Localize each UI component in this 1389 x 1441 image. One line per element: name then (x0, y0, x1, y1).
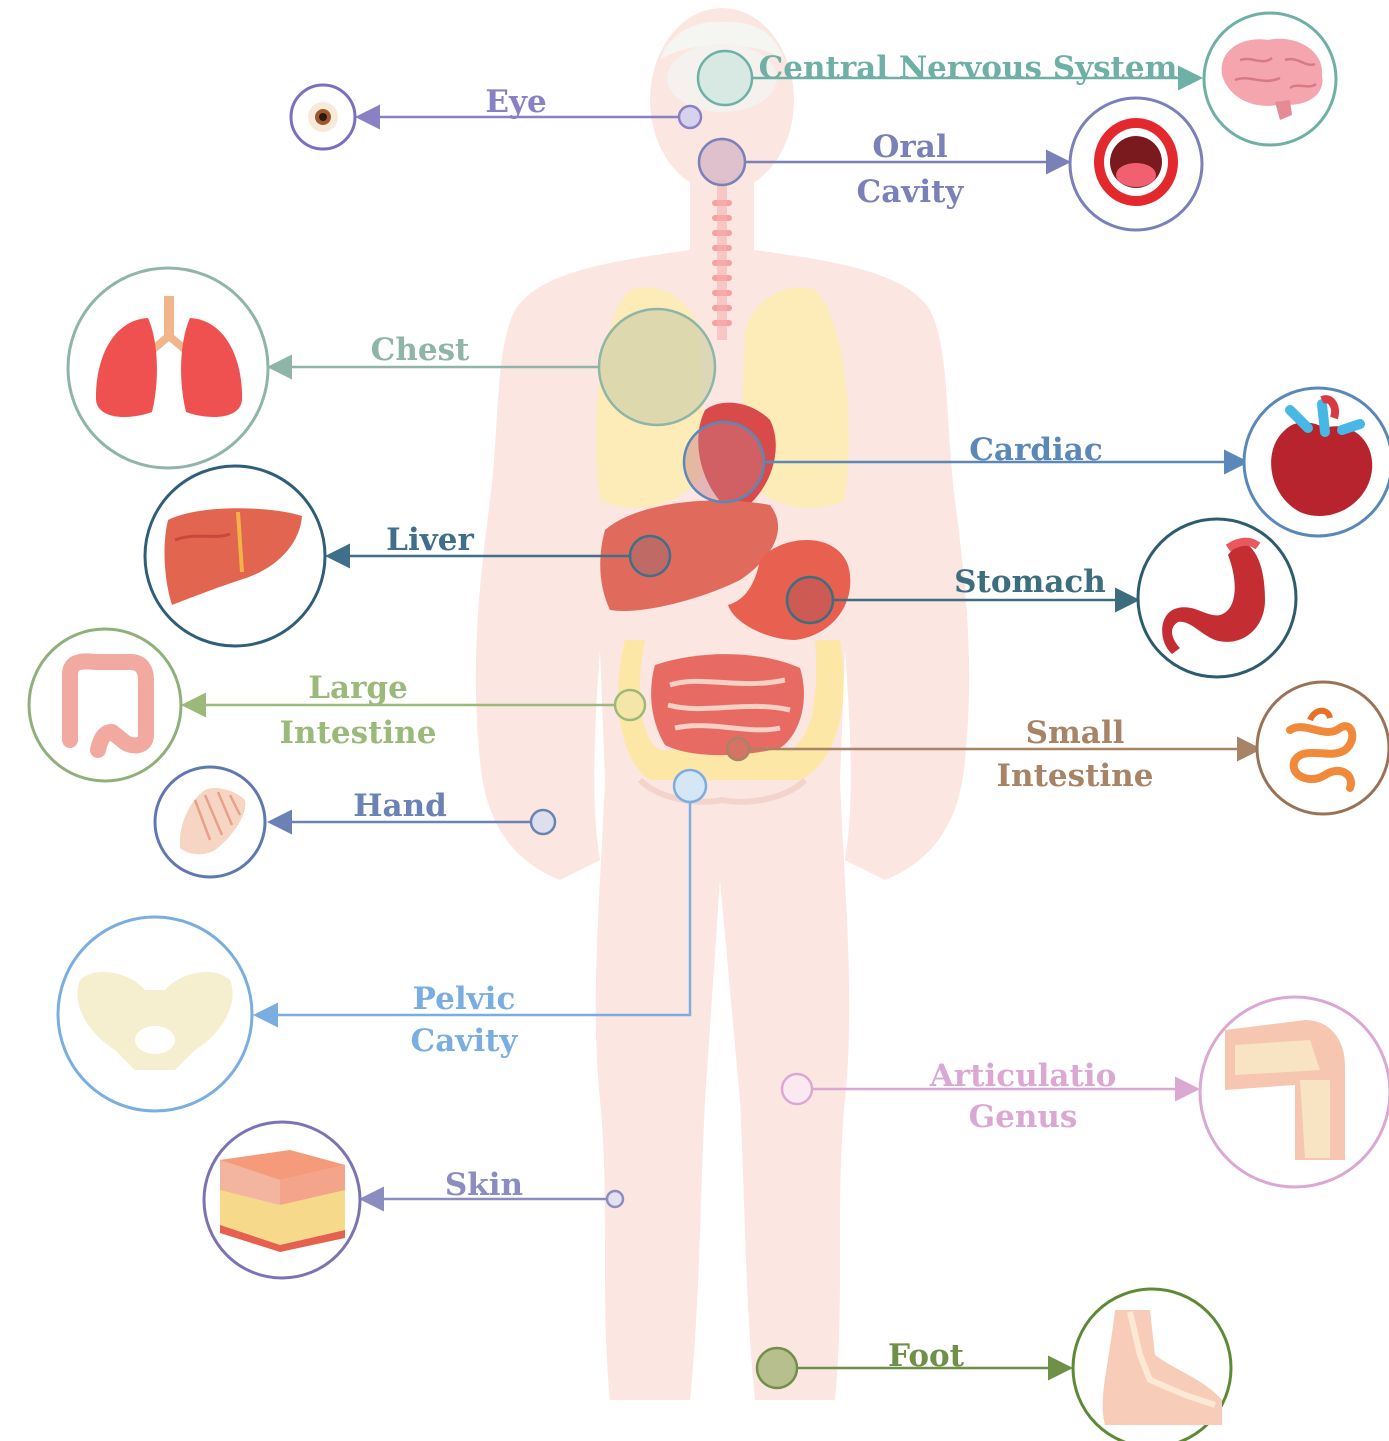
cns-marker (698, 51, 752, 105)
genus-label-line2: Genus (969, 1099, 1078, 1135)
eye-icon (291, 85, 355, 149)
hand-icon (155, 767, 265, 877)
stomach-icon (1138, 519, 1296, 677)
chest-marker (599, 309, 715, 425)
eye-marker (679, 106, 701, 128)
liver-label: Liver (386, 522, 474, 558)
foot-icon (1073, 1289, 1231, 1441)
lungs-icon (68, 268, 268, 468)
pelvic-label-line1: Pelvic (413, 981, 516, 1017)
liver-icon (145, 466, 325, 646)
large-intestine-label-line2: Intestine (280, 715, 437, 751)
hand-label: Hand (353, 788, 447, 824)
skin-label: Skin (445, 1167, 523, 1203)
oral-label-line1: Oral (872, 129, 947, 165)
stomach-marker (787, 577, 833, 623)
skin-marker (607, 1191, 623, 1207)
heart-icon (1244, 388, 1389, 536)
large-intestine-marker (615, 690, 645, 720)
skin-icon (204, 1122, 360, 1278)
small-intestine-icon (1257, 682, 1389, 814)
foot-label: Foot (888, 1338, 965, 1374)
genus-label-line1: Articulatio (929, 1058, 1117, 1094)
large-intestine-icon (29, 629, 181, 781)
small-intestine-label-line1: Small (1026, 715, 1125, 751)
liver-marker (630, 536, 670, 576)
cardiac-label: Cardiac (969, 432, 1103, 468)
large-intestine-label-line1: Large (308, 670, 408, 706)
small-intestine-marker (727, 738, 749, 760)
mouth-icon (1070, 98, 1202, 230)
pelvis-icon (58, 917, 252, 1111)
small-intestine-label-line2: Intestine (997, 758, 1154, 794)
brain-icon (1204, 13, 1336, 145)
oral-label-line2: Cavity (857, 174, 965, 210)
hand-marker (531, 810, 555, 834)
stomach-label: Stomach (954, 564, 1106, 600)
foot-marker (757, 1348, 797, 1388)
pelvic-marker (674, 770, 706, 802)
oral-marker (699, 139, 745, 185)
chest-label: Chest (371, 332, 470, 368)
knee-icon (1200, 997, 1389, 1187)
genus-marker (782, 1074, 812, 1104)
cns-label: Central Nervous System (759, 50, 1178, 86)
cardiac-marker (684, 422, 764, 502)
pelvic-label-line2: Cavity (411, 1023, 519, 1059)
eye-label: Eye (485, 84, 546, 120)
